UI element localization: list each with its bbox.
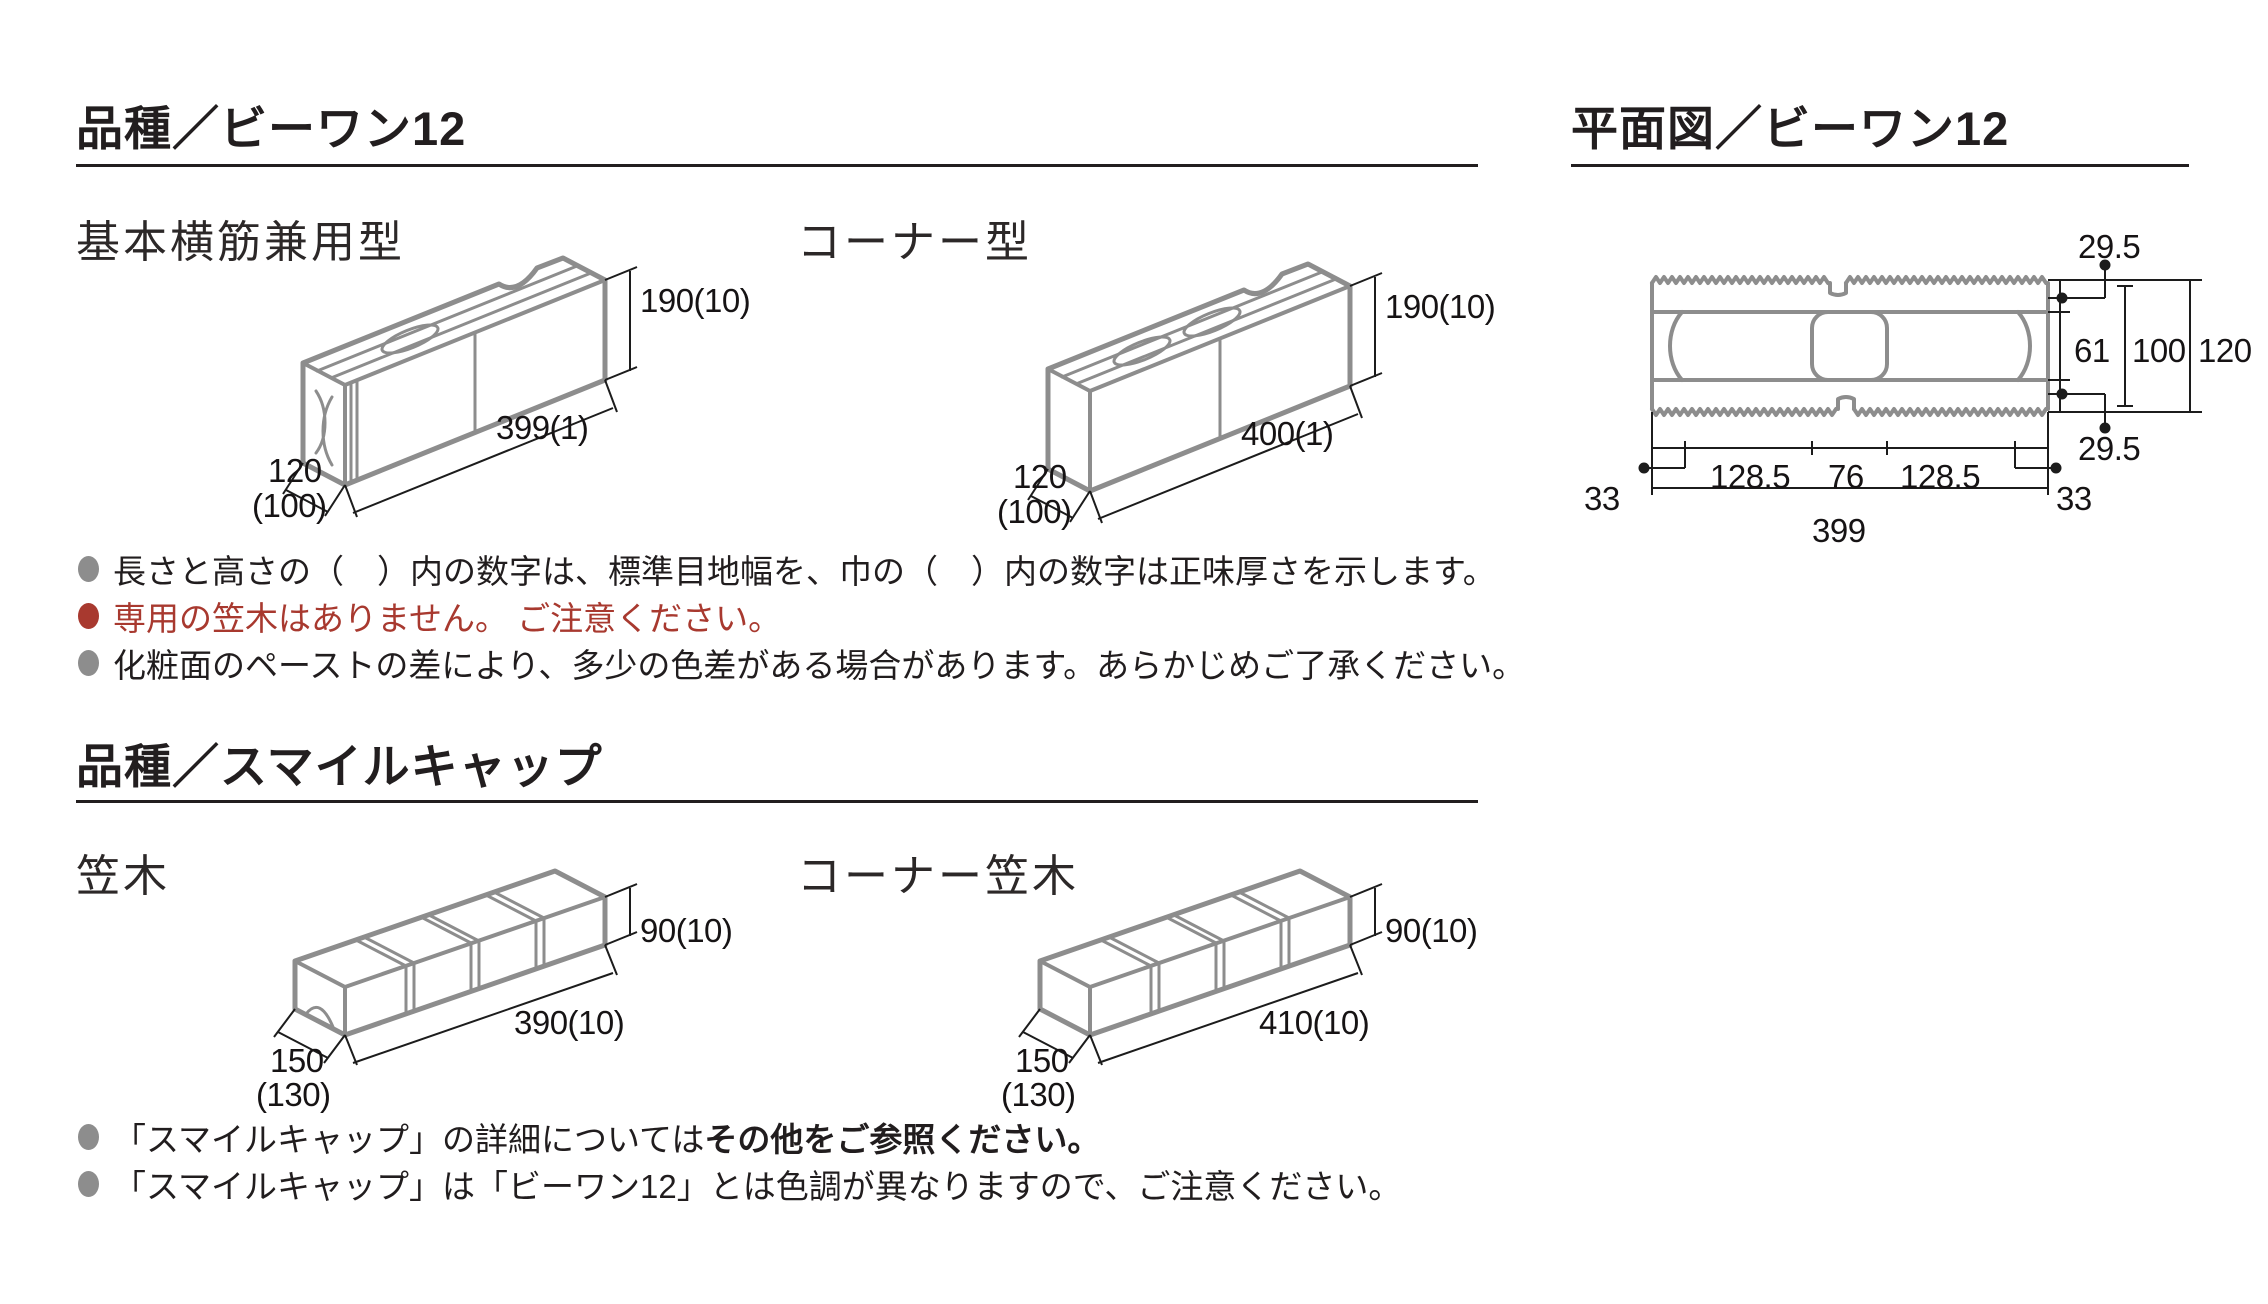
coping-isometric-drawing [273, 868, 638, 1066]
corner-coping-width-net-dim: (130) [1001, 1076, 1076, 1113]
corner-coping-height-dim: 90(10) [1385, 912, 1478, 949]
corner-width-net-dim: (100) [997, 493, 1072, 530]
coping-length-dim: 390(10) [514, 1004, 625, 1041]
basic-block-isometric-drawing [282, 255, 638, 518]
variant-corner-coping-label: コーナー笠木 [797, 852, 1079, 901]
corner-coping-length-dim: 410(10) [1259, 1004, 1370, 1041]
note-text: 「スマイルキャップ」は「ビーワン12」とは色調が異なりますので、ご注意ください。 [113, 1168, 1402, 1205]
note-text: 化粧面のペーストの差により、多少の色差がある場合があります。あらかじめご了承くだ… [113, 647, 1526, 684]
coping-width-net-dim: (130) [256, 1076, 331, 1113]
note-text: 長さと高さの（ ）内の数字は、標準目地幅を、巾の（ ）内の数字は正味厚さを示しま… [113, 553, 1496, 590]
note-joint-width: 長さと高さの（ ）内の数字は、標準目地幅を、巾の（ ）内の数字は正味厚さを示しま… [78, 549, 1496, 590]
basic-length-dim: 399(1) [496, 409, 589, 446]
bullet-icon [78, 650, 99, 676]
plan-length-total-dim: 399 [1812, 512, 1866, 549]
note-no-coping-warning: 専用の笠木はありません。 ご注意ください。 [78, 596, 781, 637]
note-color-difference: 化粧面のペーストの差により、多少の色差がある場合があります。あらかじめご了承くだ… [78, 643, 1525, 684]
bullet-icon [78, 556, 99, 582]
bullet-icon [78, 1124, 99, 1150]
coping-height-dim: 90(10) [640, 912, 733, 949]
variant-basic-label: 基本横筋兼用型 [76, 218, 405, 267]
basic-height-dim: 190(10) [640, 282, 751, 319]
section2-rule [76, 800, 1478, 803]
corner-coping-width-dim: 150 [1015, 1042, 1069, 1079]
section1-title: 品種／ビーワン12 [76, 102, 467, 155]
variant-corner-label: コーナー型 [797, 218, 1032, 267]
note-text: 専用の笠木はありません。 ご注意ください。 [113, 600, 782, 637]
coping-width-dim: 150 [270, 1042, 324, 1079]
section2-title: 品種／スマイルキャップ [76, 740, 603, 793]
basic-width-dim: 120 [268, 452, 322, 489]
variant-coping-label: 笠木 [76, 852, 170, 901]
corner-coping-isometric-drawing [1018, 868, 1383, 1066]
bullet-icon [78, 603, 99, 629]
plan-width-total-dim: 120 [2198, 332, 2252, 369]
basic-width-net-dim: (100) [252, 487, 327, 524]
bullet-icon [78, 1171, 99, 1197]
plan-cell-right-dim: 128.5 [1900, 458, 1981, 495]
corner-length-dim: 400(1) [1241, 415, 1334, 452]
plan-end-right-dim: 33 [2056, 480, 2092, 517]
plan-cell-left-dim: 128.5 [1710, 458, 1791, 495]
plan-shell-bottom-dim: 29.5 [2078, 430, 2141, 467]
plan-view-cross-section-drawing [1638, 259, 2202, 495]
plan-end-left-dim: 33 [1584, 480, 1620, 517]
note-text-prefix: 「スマイルキャップ」の詳細については [113, 1121, 705, 1158]
corner-height-dim: 190(10) [1385, 288, 1496, 325]
plan-section-title: 平面図／ビーワン12 [1571, 102, 2010, 155]
section1-rule [76, 164, 1478, 167]
note-smilecap-reference: 「スマイルキャップ」の詳細については その他をご参照ください。 [78, 1117, 1100, 1158]
plan-web-inner-dim: 61 [2074, 332, 2110, 369]
note-smilecap-color: 「スマイルキャップ」は「ビーワン12」とは色調が異なりますので、ご注意ください。 [78, 1164, 1401, 1205]
plan-core-dim: 100 [2132, 332, 2186, 369]
plan-section-rule [1571, 164, 2189, 167]
corner-width-dim: 120 [1013, 458, 1067, 495]
note-text-emphasis: その他をご参照ください。 [704, 1121, 1101, 1158]
plan-shell-top-dim: 29.5 [2078, 228, 2141, 265]
plan-center-web-dim: 76 [1828, 458, 1864, 495]
corner-block-isometric-drawing [1027, 261, 1383, 524]
